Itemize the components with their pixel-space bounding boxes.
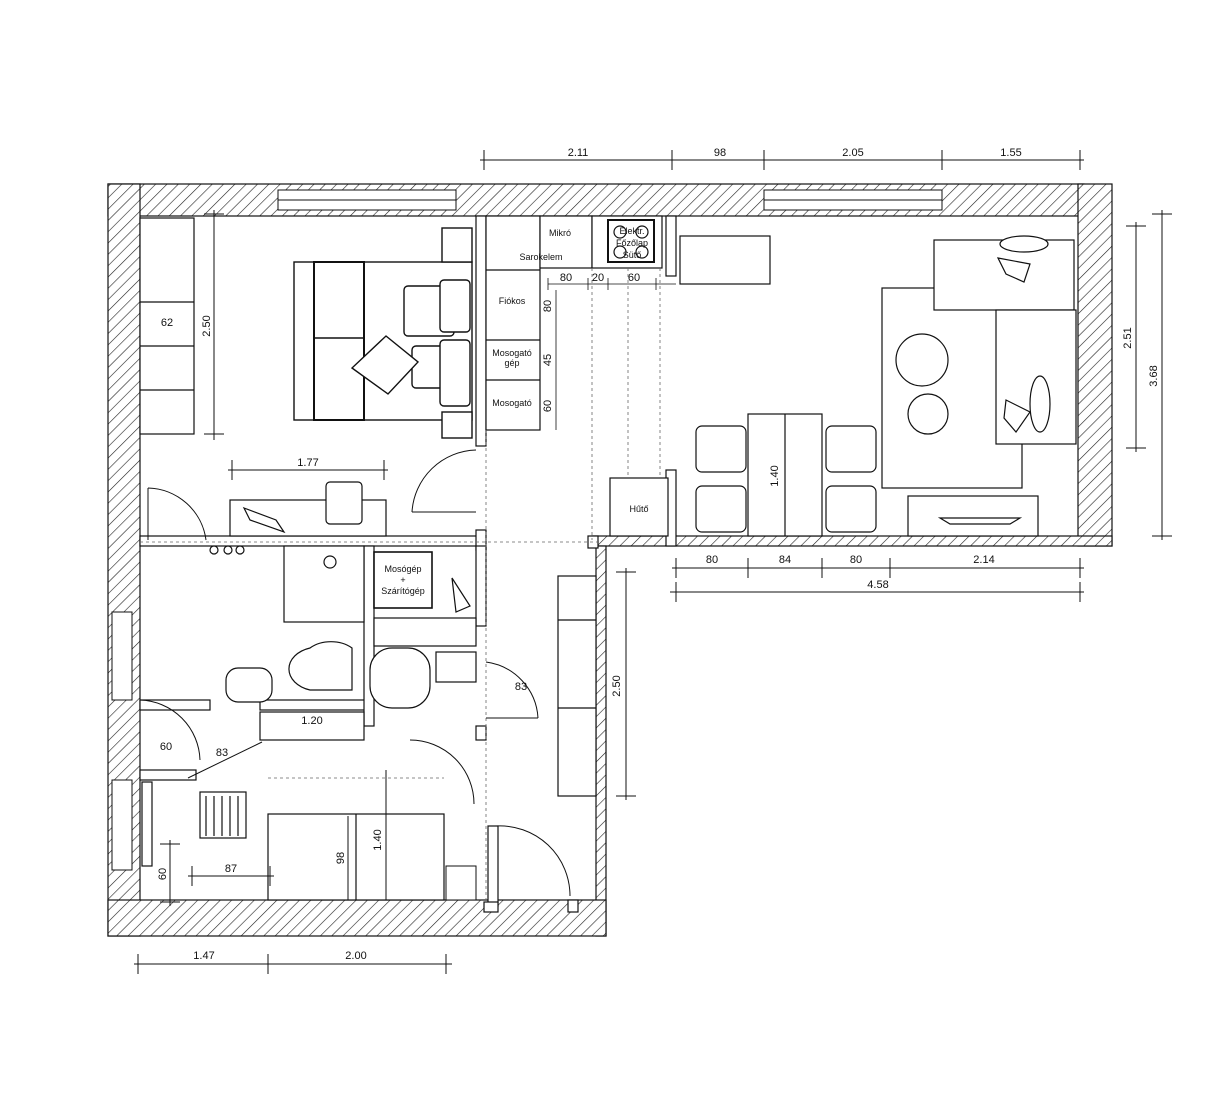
dim-living-2: 84: [779, 554, 791, 566]
laundry: [209, 545, 471, 623]
label-fozolap: Főzőlap: [616, 238, 648, 248]
label-mosogep-2: +: [400, 575, 405, 585]
bedroom-wardrobe: [139, 217, 195, 435]
label-suto: Sütő: [623, 250, 642, 260]
bedroom-height-dim: [204, 210, 388, 480]
dim-bedroom-height: 2.50: [201, 315, 213, 336]
living-dimension-lines: [670, 558, 1084, 602]
windows: [111, 189, 943, 901]
bedroom-door: [147, 449, 477, 541]
dim-table: 1.40: [769, 465, 781, 486]
dim-top-1: 2.11: [568, 147, 589, 159]
kitchen-counter: [485, 215, 771, 537]
label-mosogep-1: Mosógép: [384, 564, 421, 574]
kitchen-small-dims: [547, 278, 676, 430]
label-mosogatogep-2: gép: [504, 358, 519, 368]
dim-living-total: 4.58: [867, 579, 888, 591]
label-mosogato: Mosogató: [492, 398, 532, 408]
label-huto: Hűtő: [629, 504, 648, 514]
desk: [229, 481, 387, 537]
dim-kitchen-6: 60: [542, 400, 554, 412]
hall-cabinet: [557, 575, 597, 797]
dim-kitchen-4: 80: [542, 300, 554, 312]
bathroom: [225, 617, 477, 741]
dim-kitchen-3: 60: [628, 272, 640, 284]
dim-living-3: 80: [850, 554, 862, 566]
dim-living-4: 2.14: [973, 554, 994, 566]
dim-bath: 1.20: [301, 715, 322, 727]
dim-bottom-1: 1.47: [193, 950, 214, 962]
living-area: [881, 235, 1077, 537]
dim-door-a: 60: [160, 741, 172, 753]
label-sarokelem: Sarokelem: [519, 252, 562, 262]
small-bedroom-dims: [160, 770, 387, 906]
dim-kitchen-1: 80: [560, 272, 572, 284]
dim-living-1: 80: [706, 554, 718, 566]
dim-right-2: 3.68: [1148, 365, 1160, 386]
interior-walls: [139, 215, 677, 913]
dim-hall: 2.50: [611, 675, 623, 696]
guide-lines: [140, 268, 661, 900]
top-dimension-line: [480, 150, 1084, 170]
dim-wardrobe: 62: [161, 317, 173, 329]
hall-dim: [616, 568, 636, 800]
dim-small-a: 87: [225, 863, 237, 875]
dim-small-b: 60: [157, 868, 169, 880]
dim-top-2: 98: [714, 147, 726, 159]
label-elektromos: Elektr.: [619, 226, 644, 236]
label-mosogatogep-1: Mosogató: [492, 348, 532, 358]
label-mikro: Mikró: [549, 228, 571, 238]
dim-top-3: 2.05: [842, 147, 863, 159]
label-fiokos: Fiókos: [499, 296, 526, 306]
dining-table: [695, 413, 877, 537]
dim-bedroom-width: 1.77: [297, 457, 318, 469]
dim-wc-1: 83: [515, 681, 527, 693]
dim-small-bed-h: 1.40: [372, 829, 384, 850]
dim-door-b: 83: [216, 747, 228, 759]
dim-bottom-2: 2.00: [345, 950, 366, 962]
label-mosogep-3: Szárítógép: [381, 586, 425, 596]
dim-kitchen-2: 20: [592, 272, 604, 284]
dim-right-1: 2.51: [1122, 327, 1134, 348]
dim-top-4: 1.55: [1000, 147, 1021, 159]
double-bed: [293, 227, 473, 439]
bath-doors: [139, 661, 571, 897]
small-bedroom: [141, 781, 445, 901]
dim-kitchen-5: 45: [542, 354, 554, 366]
dim-small-bed-w: 98: [335, 852, 347, 864]
bottom-dimension-lines: [134, 954, 452, 974]
right-dimension-lines: [1126, 210, 1172, 540]
